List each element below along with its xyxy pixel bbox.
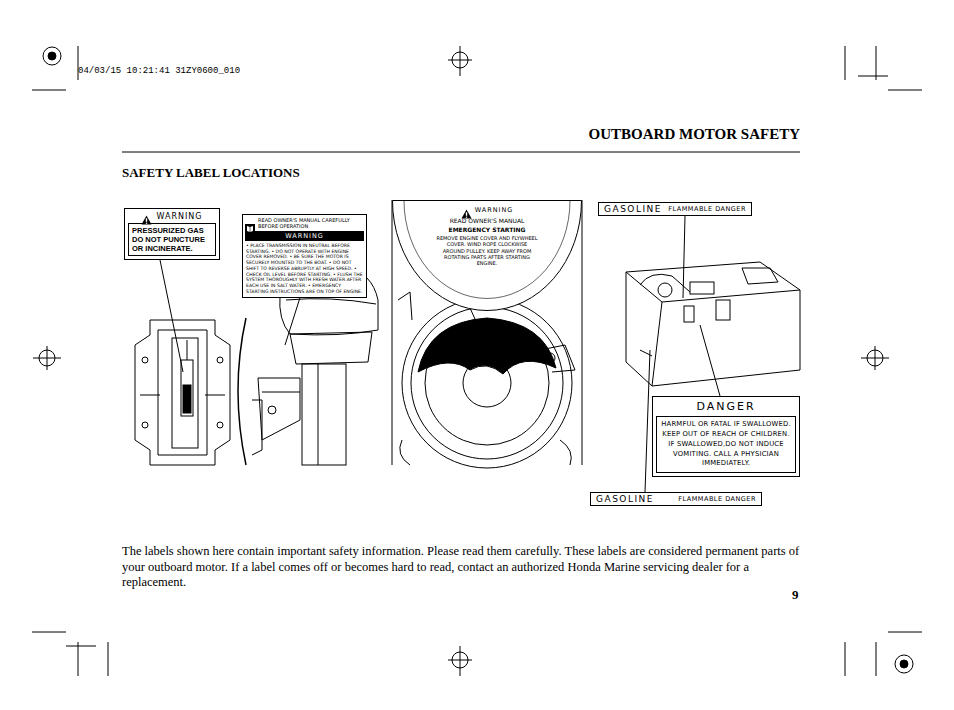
- label-body: FLAMMABLE DANGER: [668, 205, 746, 213]
- danger-label: DANGER HARMFUL OR FATAL IF SWALLOWED. KEE…: [652, 396, 800, 477]
- label-header-row: WARNING: [128, 211, 216, 223]
- label-body: FLAMMABLE DANGER: [678, 495, 756, 503]
- section-title: SAFETY LABEL LOCATIONS: [122, 165, 300, 181]
- label-body: REMOVE ENGINE COVER AND FLYWHEEL COVER. …: [427, 235, 547, 266]
- label-header-row: READ OWNER'S MANUAL CAREFULLY BEFORE OPE…: [245, 217, 364, 231]
- leader-line: [645, 350, 650, 492]
- warning-triangle: [141, 211, 152, 221]
- gasoline-label: GASOLINE FLAMMABLE DANGER: [598, 202, 752, 216]
- leader-line: [683, 216, 685, 298]
- label-body-box: PRESSURIZED GAS DO NOT PUNCTURE OR INCIN…: [128, 223, 216, 256]
- warning-label: WARNING READ OWNER'S MANUAL EMERGENCY STAR…: [392, 200, 582, 312]
- crop-marks: [32, 46, 922, 676]
- label-heading: WARNING: [245, 232, 364, 240]
- label-text-column: WARNING READ OWNER'S MANUAL EMERGENCY STAR…: [427, 205, 547, 266]
- leader-line: [470, 308, 490, 352]
- leader-line: [700, 325, 720, 396]
- recoil-starter-cover: [392, 200, 582, 468]
- fuel-tank: [626, 262, 800, 386]
- header-rule: [122, 152, 800, 153]
- page-number: 9: [792, 587, 799, 603]
- label-subheading: READ OWNER'S MANUAL: [427, 217, 547, 224]
- label-heading: GASOLINE: [604, 204, 662, 214]
- label-body-box: HARMFUL OR FATAL IF SWALLOWED. KEEP OUT …: [656, 416, 796, 473]
- gasoline-label: GASOLINE FLAMMABLE DANGER: [590, 492, 762, 506]
- label-body: HARMFUL OR FATAL IF SWALLOWED. KEEP OUT …: [659, 420, 793, 469]
- manual-book-icon: [245, 219, 255, 228]
- leader-line: [160, 260, 183, 372]
- stamp-text: 04/03/15 10:21:41 31ZY0600_010: [78, 66, 240, 76]
- label-heading: GASOLINE: [596, 494, 654, 504]
- leader-line: [285, 298, 300, 345]
- label-heading: WARNING: [156, 212, 202, 221]
- label-subheading: EMERGENCY STARTING: [427, 226, 547, 233]
- label-heading: READ OWNER'S MANUAL CAREFULLY BEFORE OPE…: [258, 217, 364, 229]
- warning-label: WARNING PRESSURIZED GAS DO NOT PUNCTURE O…: [124, 208, 220, 260]
- running-header: OUTBOARD MOTOR SAFETY: [589, 126, 800, 143]
- warning-triangle: [461, 205, 472, 215]
- warning-label: READ OWNER'S MANUAL CAREFULLY BEFORE OPE…: [242, 214, 367, 298]
- label-heading: WARNING: [475, 206, 514, 214]
- label-body: • PLACE TRANSMISSION IN NEUTRAL BEFORE S…: [245, 241, 364, 295]
- warning-band: WARNING: [245, 231, 364, 241]
- label-body: PRESSURIZED GAS DO NOT PUNCTURE OR INCIN…: [132, 226, 212, 253]
- label-heading: DANGER: [656, 400, 796, 416]
- body-paragraph: The labels shown here contain important …: [122, 544, 812, 591]
- label-header-row: WARNING: [427, 205, 547, 215]
- stern-bracket: [135, 320, 230, 465]
